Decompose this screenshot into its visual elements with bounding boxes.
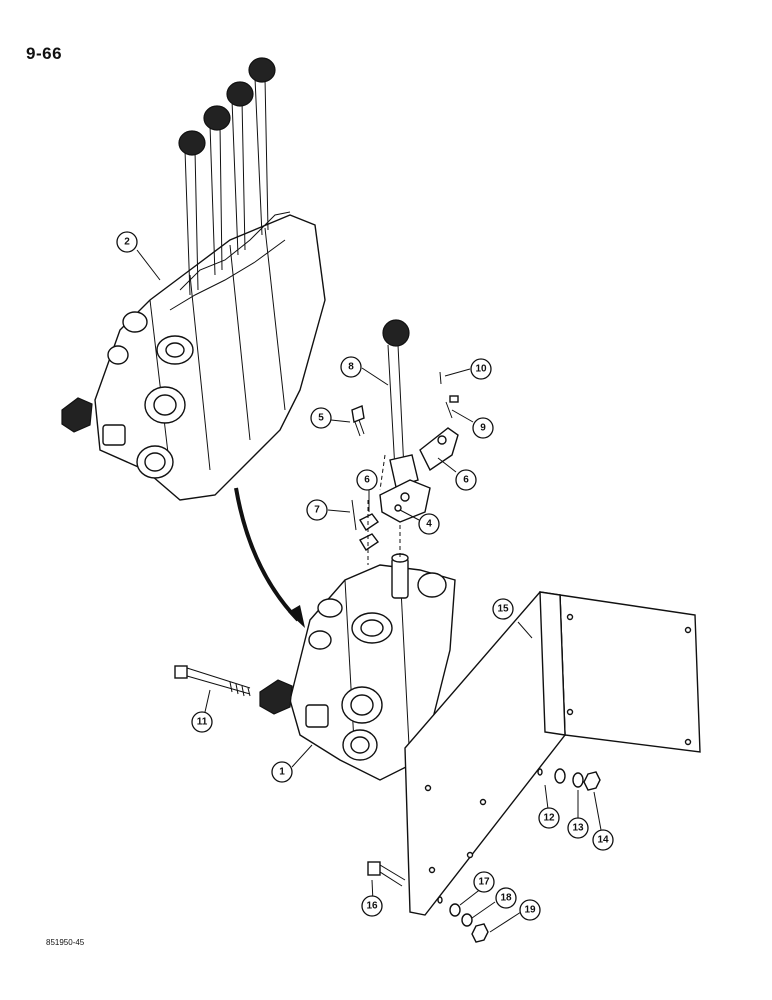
callout-11: 11: [191, 711, 213, 733]
mounting-hardware-lower: [367, 861, 489, 943]
svg-text:11: 11: [197, 717, 208, 728]
svg-text:6: 6: [463, 475, 469, 486]
svg-text:16: 16: [366, 901, 378, 912]
callout-12: 12: [538, 807, 560, 829]
multi-section-valve-assembly: [61, 57, 326, 501]
callout-6a: 6: [356, 469, 378, 491]
callout-6b: 6: [455, 469, 477, 491]
callout-14: 14: [592, 829, 614, 851]
callout-17: 17: [473, 871, 495, 893]
callout-15: 15: [492, 598, 514, 620]
svg-text:6: 6: [364, 475, 370, 486]
svg-text:8: 8: [348, 362, 354, 373]
callout-4: 4: [418, 513, 440, 535]
svg-text:13: 13: [572, 823, 584, 834]
callout-1: 1: [271, 761, 293, 783]
svg-text:17: 17: [478, 877, 490, 888]
svg-text:9: 9: [480, 423, 486, 434]
callout-9: 9: [472, 417, 494, 439]
bolt-11: [174, 665, 251, 697]
callout-10: 10: [470, 358, 492, 380]
svg-text:7: 7: [314, 505, 320, 516]
callout-2: 2: [116, 231, 138, 253]
callout-7: 7: [306, 499, 328, 521]
callout-16: 16: [361, 895, 383, 917]
callout-8: 8: [340, 356, 362, 378]
figure-code: 851950-45: [46, 938, 85, 947]
callout-5: 5: [310, 407, 332, 429]
callout-19: 19: [519, 899, 541, 921]
svg-text:12: 12: [543, 813, 555, 824]
control-handle-parts: [351, 319, 459, 565]
mounting-bracket: [404, 591, 701, 916]
svg-text:18: 18: [500, 893, 512, 904]
mounting-hardware-upper: [537, 768, 601, 791]
svg-text:14: 14: [597, 835, 609, 846]
direction-arrow: [234, 487, 305, 628]
svg-text:4: 4: [426, 519, 432, 530]
svg-text:15: 15: [497, 604, 509, 615]
callout-18: 18: [495, 887, 517, 909]
svg-text:5: 5: [318, 413, 324, 424]
svg-text:10: 10: [475, 364, 487, 375]
callout-13: 13: [567, 817, 589, 839]
svg-text:1: 1: [279, 767, 285, 778]
page-number: 9-66: [26, 44, 63, 63]
svg-text:2: 2: [124, 237, 130, 248]
single-valve-section: [259, 553, 456, 781]
svg-text:19: 19: [524, 905, 536, 916]
